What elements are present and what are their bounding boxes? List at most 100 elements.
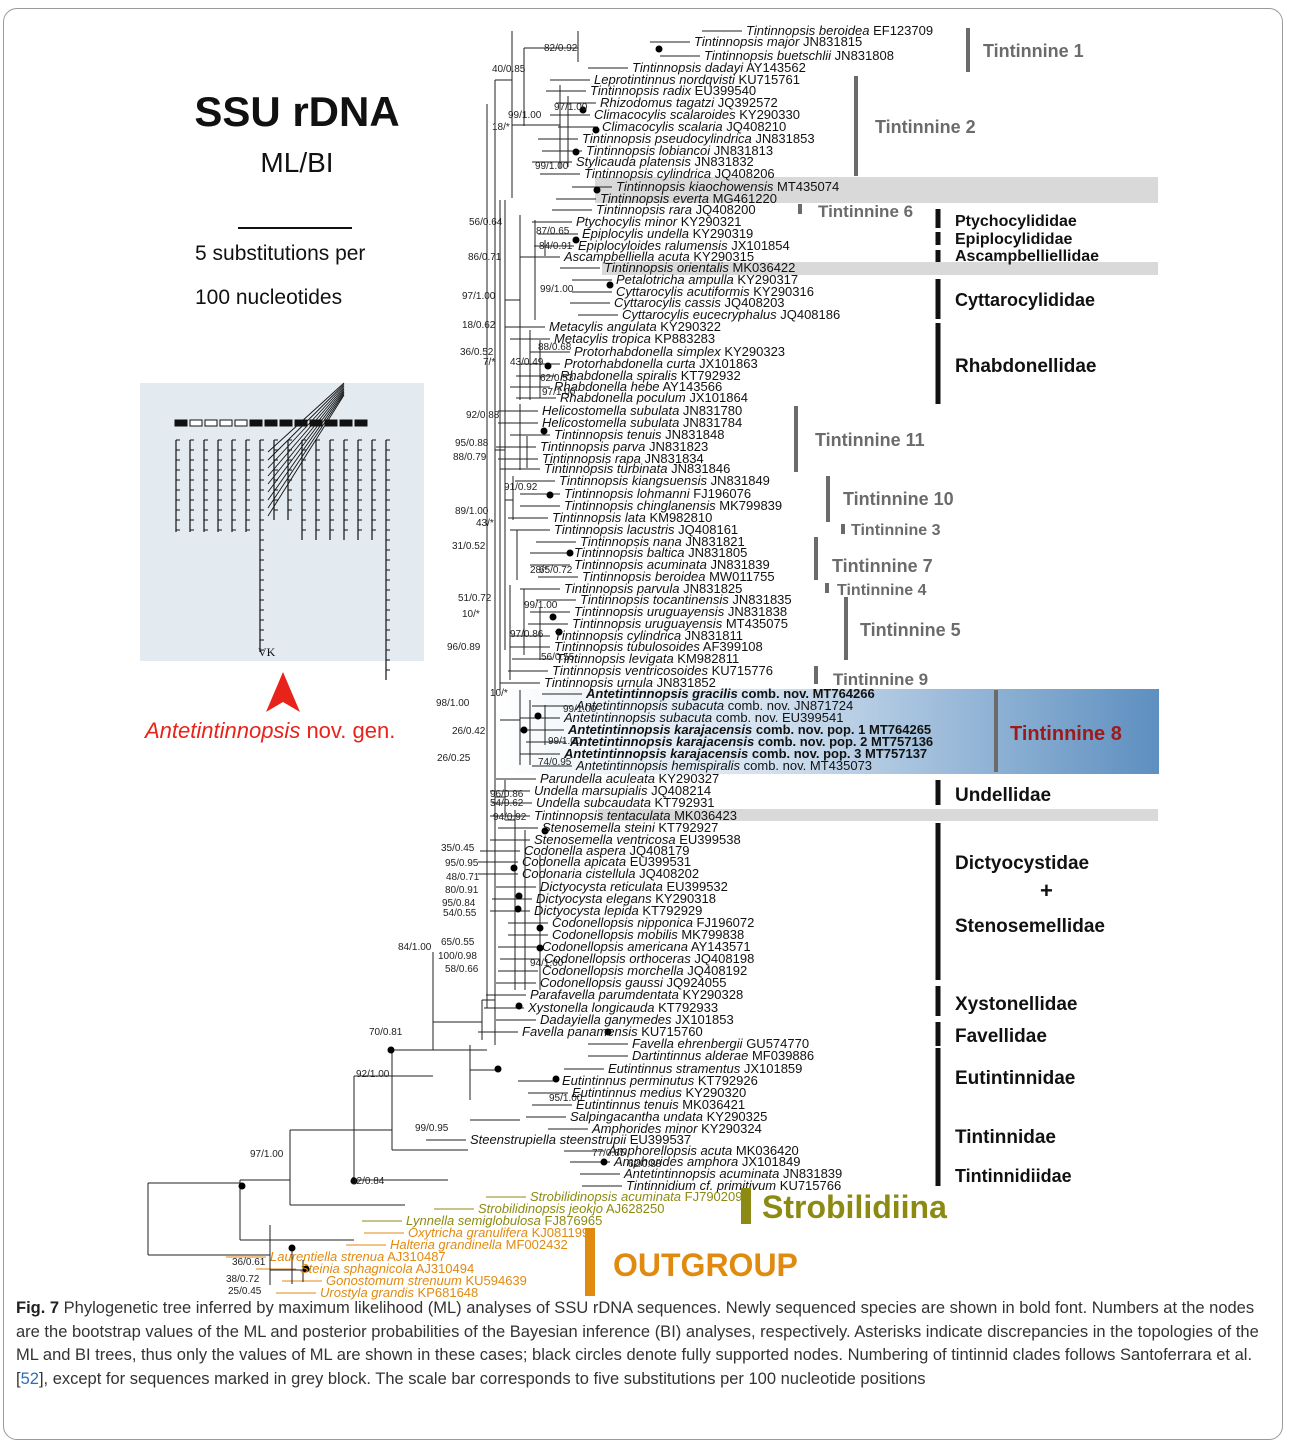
full-support-node [604,1028,612,1036]
tintinnine8-highlight [496,689,1159,774]
support-value: 92/1.00 [356,1069,390,1080]
support-value: 10/* [462,609,480,620]
support-value: 40/0.85 [492,64,526,75]
full-support-node [549,613,557,621]
full-support-node [540,427,548,435]
taxon-label: Xystonella longicauda KT792933 [527,1000,718,1015]
taxon-label: Codonella apicata EU399531 [522,854,691,869]
taxon-label: Tintinnopsis cylindrica JQ408206 [584,166,775,181]
scale-label-line1: 5 substitutions per [195,242,365,265]
ventral-kinety-line [267,384,345,461]
full-support-node [515,1002,523,1010]
support-value: 96/0.86 [490,789,524,800]
taxon-label: Tintinnopsis turbinata JN831846 [544,461,730,476]
full-support-node [606,281,614,289]
support-value: 74/0.95 [538,757,572,768]
support-value: 7/* [483,357,495,368]
support-value: 95/0.84 [442,898,476,909]
kinety-block [279,419,293,427]
support-value: 99/1.00 [524,600,558,611]
full-support-node [520,726,528,734]
taxon-label: Ptychocylis minor KY290321 [576,214,741,229]
taxon-label: Protorhabdonella simplex KY290323 [574,344,785,359]
clade-label: Tintinnine 1 [983,41,1084,61]
kinety-block [234,419,248,427]
taxon-label: Eutintinnus tenuis MK036421 [576,1097,745,1112]
kinety-block [354,419,368,427]
support-value: 54/0.62 [490,798,524,809]
taxon-label: Epiplocylis undella KY290319 [582,226,753,241]
grey-block [598,809,1158,821]
taxon-label: Eutintinnus perminutus KT792926 [562,1073,758,1088]
support-value: 65/0.72 [539,565,573,576]
full-support-node [514,905,522,913]
clade-label: Dictyocystidae [955,853,1089,874]
taxon-label: Tintinnopsis tenuis JN831848 [554,427,724,442]
scale-label-line2: 100 nucleotides [195,286,342,309]
taxon-label: Tintinnopsis major JN831815 [694,34,862,49]
support-value: 97/1.00 [542,387,576,398]
taxon-label: Halteria grandinella MF002432 [390,1237,568,1252]
taxon-label: Tintinnopsis rapa JN831834 [542,451,704,466]
support-value: 95/0.95 [445,858,479,869]
taxon-label: Leprotintinnus nordqvisti KU715761 [594,72,800,87]
taxon-label: Rhabdonella spiralis KT792932 [560,368,741,383]
taxon-label: Tintinnopsis pseudocylindrica JN831853 [582,131,815,146]
taxon-label: Salpingacantha undata KY290325 [570,1109,767,1124]
caption-text: Phylogenetic tree inferred by maximum li… [16,1299,1259,1388]
taxon-label: Dictyocysta reticulata EU399532 [540,879,728,894]
support-value: 26/0.42 [452,726,486,737]
ventral-kinety-line [267,387,345,477]
clade-label: Tintinnidiidae [955,1166,1072,1186]
reference-link[interactable]: 52 [20,1369,39,1388]
full-support-node [572,236,580,244]
support-value: 84/1.00 [398,942,432,953]
arrow-up-icon [266,672,300,712]
support-value: 62/0.88 [628,1159,662,1170]
taxon-label: Steinia sphagnicola AJ310494 [300,1261,474,1276]
support-value: 36/0.52 [460,347,494,358]
support-value: 100/0.98 [438,951,477,962]
taxon-label: Tintinnopsis tentaculata MK036423 [534,808,737,823]
taxon-label: Codonellopsis orthoceras JQ408198 [544,951,754,966]
clade-label: Epiplocylididae [955,231,1072,248]
taxon-label: Tintinnopsis lobiancoi JN831813 [586,143,773,158]
taxon-label: Tintinnopsis cylindrica JN831811 [554,628,743,643]
support-value: 62/0.53 [540,373,574,384]
taxon-label: Dictyocysta lepida KT792929 [534,903,702,918]
support-value: 94/1.00 [530,958,564,969]
clade-label: Rhabdonellidae [955,356,1096,377]
taxon-label: Tintinnopsis lohmanni FJ196076 [564,486,751,501]
kinety-block [204,419,218,427]
full-support-node [600,1158,608,1166]
full-support-node [592,126,600,134]
taxon-label: Rhizodomus tagatzi JQ392572 [600,95,778,110]
taxon-label: Parafavella parumdentata KY290328 [530,987,743,1002]
taxon-label: Tintinnopsis uruguayensis MT435075 [572,616,788,631]
taxon-label: Tintinnopsis acuminata JN831839 [574,557,770,572]
taxon-label: Urostyla grandis KP681648 [320,1285,478,1300]
clade-label: Undellidae [955,785,1051,806]
taxon-label: Tintinnopsis levigata KM982811 [556,651,739,666]
taxon-label: Tintinnopsis chinglanensis MK799839 [564,498,782,513]
support-value: 26/0.25 [437,753,471,764]
full-support-node [655,45,663,53]
figure-caption: Fig. 7 Phylogenetic tree inferred by max… [16,1297,1272,1391]
taxon-label: Strobilidinopsis jeokjo AJ628250 [478,1201,664,1216]
support-value: 28/* [530,565,548,576]
clade-label: Tintinnine 3 [851,522,941,539]
taxon-label: Petalotricha ampulla KY290317 [616,272,798,287]
support-value: 36/0.61 [232,1257,266,1268]
clade-label: Tintinnine 7 [832,556,933,576]
taxon-label: Codonaria cistellula JQ408202 [522,866,699,881]
ventral-kinety-line [267,388,345,485]
clade-label: Tintinnine 10 [843,489,954,509]
support-value: 92/0.84 [351,1176,385,1187]
support-value: 43/* [476,518,494,529]
support-value: 56/0.64 [469,217,503,228]
taxon-label: Codonellopsis morchella JQ408192 [542,963,747,978]
support-value: 88/0.68 [538,342,572,353]
support-value: 70/0.81 [369,1027,403,1038]
taxon-label: Favella ehrenbergii GU574770 [632,1036,809,1051]
full-support-node [555,628,563,636]
